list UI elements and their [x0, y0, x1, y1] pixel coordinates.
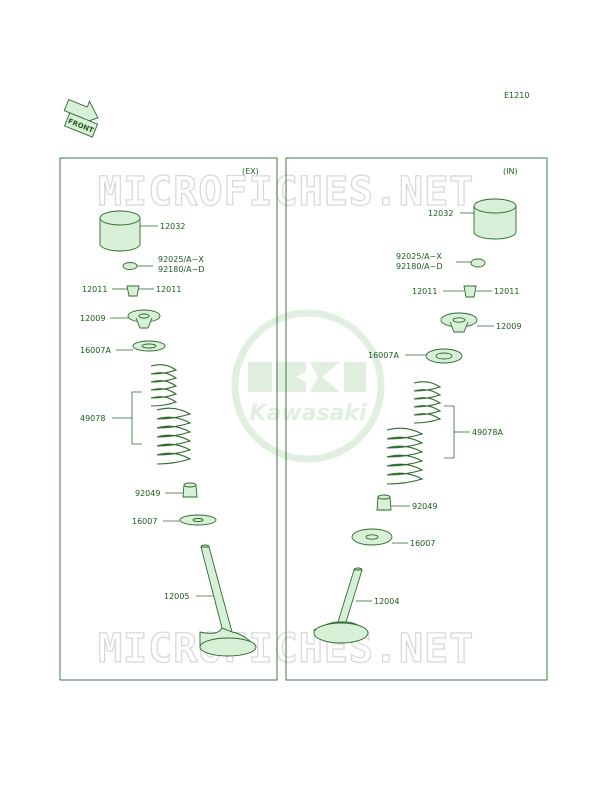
in-spring-retainer — [440, 312, 478, 333]
in-valve — [313, 567, 369, 644]
in-spring-washer — [351, 528, 393, 546]
ex-spring-seat — [132, 340, 166, 352]
ex-label-49078: 49078 — [80, 414, 105, 423]
ex-label-12032: 12032 — [160, 222, 185, 231]
in-label-12011-right: 12011 — [494, 287, 519, 296]
ex-label-12011-left: 12011 — [82, 285, 107, 294]
ex-panel-frame — [59, 157, 278, 681]
ex-label-16007: 16007 — [132, 517, 157, 526]
ex-label-92025: 92025/A~X — [158, 255, 204, 264]
ex-spring-washer — [179, 514, 217, 526]
in-panel-frame — [285, 157, 548, 681]
in-label-12032: 12032 — [428, 209, 453, 218]
in-valve-stem-seal — [376, 494, 392, 511]
ex-valve-stem-seal — [182, 482, 198, 498]
in-spring-seat — [425, 348, 463, 364]
kawasaki-logo: Kawasaki — [231, 309, 385, 463]
ex-panel-title: (EX) — [242, 167, 259, 176]
in-valve-springs — [386, 381, 442, 485]
in-label-92049: 92049 — [412, 502, 437, 511]
in-label-12004: 12004 — [374, 597, 399, 606]
in-label-12011-left: 12011 — [412, 287, 437, 296]
ex-panel: (EX) 12032 92025/A~X 92180/A~D 12011 120… — [59, 157, 278, 681]
in-panel-title: (IN) — [503, 167, 518, 176]
ex-label-16007A: 16007A — [80, 346, 111, 355]
in-label-92180: 92180/A~D — [396, 262, 442, 271]
ex-label-12011-right: 12011 — [156, 285, 181, 294]
in-label-92025: 92025/A~X — [396, 252, 442, 261]
in-label-49078A: 49078A — [472, 428, 503, 437]
ex-lifter-bucket — [99, 210, 141, 252]
logo-text: Kawasaki — [249, 401, 367, 426]
ex-spring-retainer — [127, 309, 161, 329]
ex-valve-springs — [150, 364, 192, 465]
ex-valve-keeper — [126, 285, 140, 297]
ex-label-92049: 92049 — [135, 489, 160, 498]
in-label-12009: 12009 — [496, 322, 521, 331]
in-label-16007A: 16007A — [368, 351, 399, 360]
ex-valve — [199, 544, 257, 657]
in-panel: (IN) 12032 92025/A~X 92180/A~D 12011 120… — [285, 157, 548, 681]
in-label-16007: 16007 — [410, 539, 435, 548]
diagram-code: E1210 — [504, 91, 529, 100]
ex-label-92180: 92180/A~D — [158, 265, 204, 274]
front-arrow-icon: FRONT — [63, 98, 99, 138]
in-shim — [470, 258, 486, 268]
ex-label-12005: 12005 — [164, 592, 189, 601]
in-valve-keeper — [463, 285, 477, 298]
ex-shim — [122, 262, 138, 270]
ex-label-12009: 12009 — [80, 314, 105, 323]
in-lifter-bucket — [473, 198, 517, 240]
